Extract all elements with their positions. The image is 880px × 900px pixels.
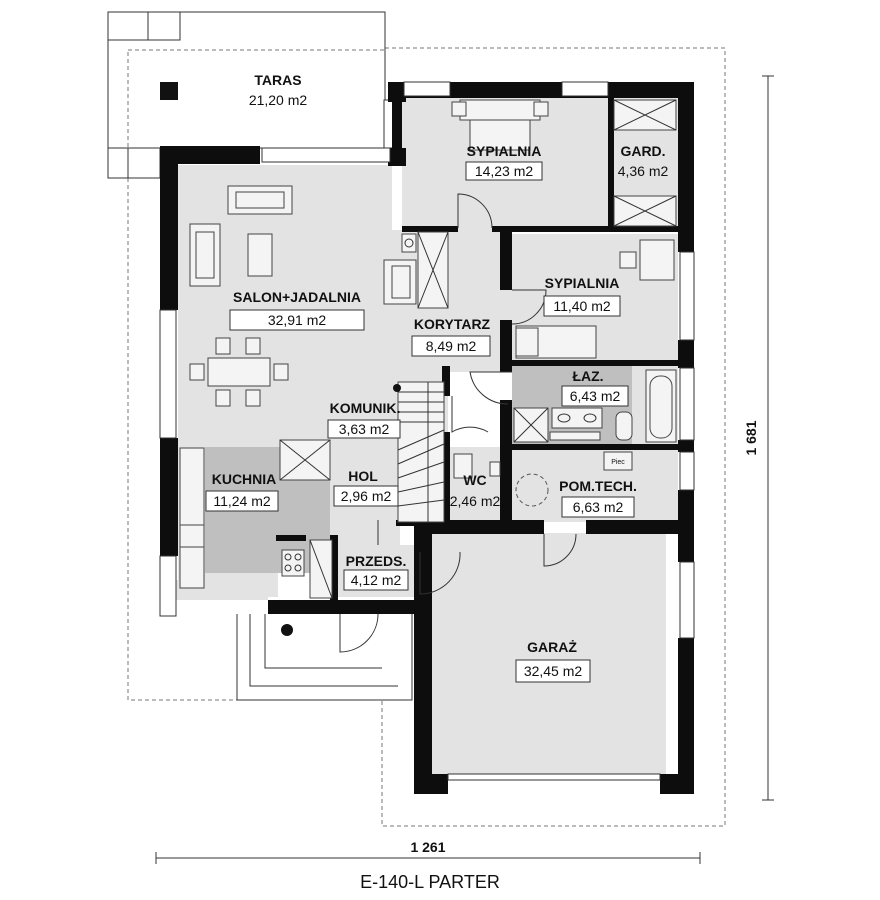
room-area-korytarz: 8,49 m2 [426, 338, 477, 354]
room-area-wc: 2,46 m2 [450, 493, 501, 509]
terrace-column [160, 82, 178, 100]
room-name-gard: GARD. [620, 143, 665, 159]
room-name-garaz: GARAŻ [527, 639, 577, 655]
room-name-taras: TARAS [254, 72, 301, 88]
stairs [393, 381, 445, 523]
height-dimension-label: 1 681 [743, 420, 759, 455]
room-area-komunik: 3,63 m2 [339, 421, 390, 437]
room-area-salon: 32,91 m2 [268, 312, 327, 328]
doors [339, 193, 577, 653]
plan-title: E-140-L PARTER [360, 872, 500, 892]
room-name-pomtech: POM.TECH. [559, 478, 637, 494]
room-name-korytarz: KORYTARZ [414, 316, 491, 332]
room-area-pomtech: 6,63 m2 [573, 499, 624, 515]
entrance-post [281, 624, 293, 636]
room-name-salon: SALON+JADALNIA [233, 289, 361, 305]
entrance-steps [236, 614, 413, 701]
wardrobe [309, 99, 677, 599]
dimension-width: 1 261 [155, 839, 701, 864]
width-dimension-label: 1 261 [410, 839, 445, 855]
room-name-sypialnia-1: SYPIALNIA [467, 143, 542, 159]
furniture [179, 99, 677, 589]
room-area-laz: 6,43 m2 [570, 388, 621, 404]
walls [160, 82, 694, 794]
room-area-sypialnia-1: 14,23 m2 [475, 163, 534, 179]
room-area-kuchnia: 11,24 m2 [213, 493, 271, 509]
room-name-wc: WC [463, 472, 486, 488]
room-name-komunik: KOMUNIK. [330, 400, 401, 416]
dimension-height: 1 681 [743, 75, 774, 801]
room-name-sypialnia-2: SYPIALNIA [545, 275, 620, 291]
room-area-sypialnia-2: 11,40 m2 [553, 298, 611, 314]
room-name-hol: HOL [348, 468, 378, 484]
windows [159, 81, 695, 781]
room-area-garaz: 32,45 m2 [524, 663, 583, 679]
room-area-taras: 21,20 m2 [249, 92, 308, 108]
room-labels: TARAS 21,20 m2 SYPIALNIA 14,23 m2 GARD. … [205, 72, 669, 683]
room-area-hol: 2,96 m2 [341, 488, 392, 504]
room-name-przeds: PRZEDS. [346, 553, 407, 569]
room-name-laz: ŁAZ. [572, 368, 603, 384]
room-area-gard: 4,36 m2 [618, 163, 669, 179]
room-name-kuchnia: KUCHNIA [212, 471, 277, 487]
room-area-przeds: 4,12 m2 [351, 572, 402, 588]
furnace-label: Piec [611, 459, 625, 466]
